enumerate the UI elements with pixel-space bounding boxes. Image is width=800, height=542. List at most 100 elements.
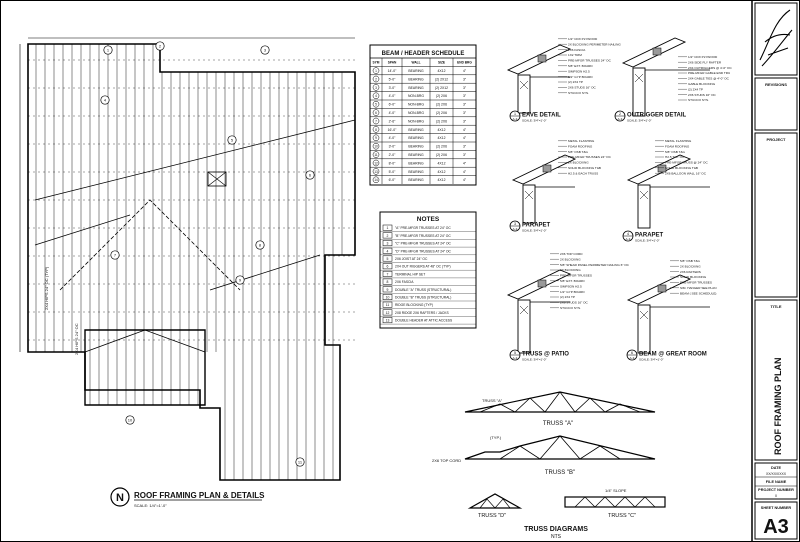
schedule-cell: BEARING: [408, 178, 424, 182]
schedule-cell: NON-BRG: [408, 111, 424, 115]
wing-outline: [84, 329, 206, 406]
note-number: 13: [386, 319, 390, 323]
north-arrow-letter: N: [116, 492, 124, 504]
note-number: 4: [387, 249, 389, 253]
truss-b-label: TRUSS "B": [545, 470, 575, 476]
plan-callout-number: 6: [309, 173, 312, 178]
plan-callout-number: 2: [159, 44, 162, 49]
note-number: 6: [387, 265, 389, 269]
notes-list: 1"A" PRE-MFGR TRUSSES AT 24" OC2"B" PRE-…: [380, 224, 476, 325]
project-number-value: X: [775, 494, 778, 498]
schedule-cell: 4X12: [438, 136, 446, 140]
truss-diagrams: TRUSS "A" TRUSS "A" (TYP.) 2X6 TOP CORD …: [432, 391, 666, 540]
detail-label: METAL FLASHING: [665, 139, 692, 143]
detail-label: 1/2" CDX PLYWOOD: [568, 37, 598, 41]
schedule-cell: (2) 2X6: [436, 111, 447, 115]
detail-sheet-ref: A-3: [513, 117, 518, 121]
schedule-symbol-bubble: [372, 151, 380, 158]
detail-sheet-ref: A-3: [513, 356, 518, 360]
schedule-cell: (2) 2X12: [435, 77, 448, 81]
note-number-box: [382, 240, 393, 247]
title-block: REVISIONS PROJECT TITLE ROOF FRAMING PLA…: [754, 2, 798, 540]
schedule-header-cell: WALL: [411, 61, 420, 65]
hip-lines: [59, 199, 241, 291]
note-text: DOUBLE HEADER AT ATTIC ACCESS: [395, 319, 453, 323]
detail-label: 2X BLOCKING: [680, 264, 701, 268]
schedule-symbol-bubble: [372, 67, 380, 74]
schedule-symbol-bubble: [372, 168, 380, 175]
schedule-cell: 4X12: [438, 178, 446, 182]
detail-scale: SCALE: 3/4"=1'-0": [522, 358, 546, 362]
detail-scale: SCALE: 3/4"=1'-0": [522, 229, 546, 233]
detail-label: H2.5 TYP. OC: [665, 155, 685, 159]
schedule-symbol-bubble: [372, 159, 380, 167]
sheet-title: ROOF FRAMING PLAN: [773, 358, 783, 456]
detail-label: 2X4 GABLE TIES @ 4'-0" OC: [688, 77, 730, 81]
detail-label: GABLE BLOCKING: [688, 82, 716, 86]
schedule-cell: 10: [374, 145, 378, 149]
note-text: "C" PRE-MFGR TRUSSES AT 24" OC: [395, 242, 452, 246]
detail-scale: SCALE: 3/4"=1'-0": [635, 239, 659, 243]
schedule-cell: 14: [374, 178, 378, 182]
plan-callout-number: 7: [114, 253, 117, 258]
detail-label: 5/8" EXT. BOARD: [560, 279, 585, 283]
note-number-box: [382, 309, 393, 316]
detail-wall-hatch: [519, 80, 529, 90]
note-number: 8: [387, 280, 389, 284]
schedule-cell: NON-BRG: [408, 103, 424, 107]
detail-label: 2X6 STUDS 16" OC: [688, 93, 717, 97]
detail-label: STUCCO SYS.: [560, 306, 581, 310]
schedule-cell: 4": [463, 128, 467, 132]
detail-scale: SCALE: 3/4"=1'-0": [522, 119, 546, 123]
file-label: FILE NAME: [766, 480, 787, 484]
truss-a-label: TRUSS "A": [543, 421, 573, 427]
note-text: "A" PRE-MFGR TRUSSES AT 24" OC: [395, 226, 451, 230]
schedule-cell: (2) 2X6: [436, 94, 447, 98]
detail-label: SIMPSON H2.5: [568, 69, 590, 73]
hip-lines-wing: [84, 329, 206, 353]
title-label: TITLE: [770, 304, 781, 309]
schedule-cell: BEARING: [408, 128, 424, 132]
detail-title: TRUSS @ PATIO: [522, 352, 569, 358]
schedule-header-cell: SYM: [373, 61, 380, 65]
schedule-cell: 3": [463, 86, 467, 90]
schedule-cell: 4X12: [438, 161, 446, 165]
schedule-header-cell: END BRG: [457, 61, 472, 65]
note-text: "D" PRE-MFGR TRUSSES AT 24" OC: [395, 249, 452, 253]
sheet-number-box: [754, 501, 798, 540]
schedule-cell: 4'-0": [389, 136, 397, 140]
schedule-cell: 6: [375, 111, 377, 115]
schedule-cell: 4": [463, 69, 467, 73]
detail-sheet-ref: A-3: [630, 356, 635, 360]
sheet-number: A3: [763, 516, 789, 538]
plan-dim-1: 2X4 HIPS 24" OC (TYP): [44, 266, 49, 310]
schedule-cell: 5: [375, 103, 377, 107]
schedule-cell: 11: [374, 153, 378, 157]
note-number-box: [382, 301, 393, 308]
detail-label: SOLID BLOCKING: [680, 275, 707, 279]
detail-label: SOLID BLOCKING T&B: [665, 166, 698, 170]
detail-wall: [637, 184, 651, 229]
truss-c-webs: [574, 496, 656, 508]
truss-b-note: 2X6 TOP CORD: [432, 458, 461, 463]
schedule-cell: 4": [463, 136, 467, 140]
detail-label: H2.5 & EACH TRUSS: [568, 171, 598, 175]
plan-title: ROOF FRAMING PLAN & DETAILS: [134, 491, 265, 500]
schedule-cell: BEARING: [408, 77, 424, 81]
plan-dim-2: 2X4 HIPS 24" OC: [74, 323, 79, 355]
detail-label: 2X4 OUTRIGGERS @ 4'-0" OC: [688, 66, 732, 70]
schedule-symbol-bubble: [372, 117, 380, 125]
detail-blocking: [657, 164, 667, 173]
detail-label: 2X6 STUDS 16" OC: [568, 86, 597, 90]
schedule-cell: 3": [463, 111, 467, 115]
plan-callout-number: 9: [239, 278, 242, 283]
schedule-cell: 5'-0": [389, 77, 397, 81]
schedule-cell: 2'-6": [389, 119, 397, 123]
detail-label: PRE-MFGR TRUSS @ 24" OC: [665, 161, 708, 165]
detail-wall: [517, 74, 531, 114]
schedule-cell: (2) 2X6: [436, 103, 447, 107]
